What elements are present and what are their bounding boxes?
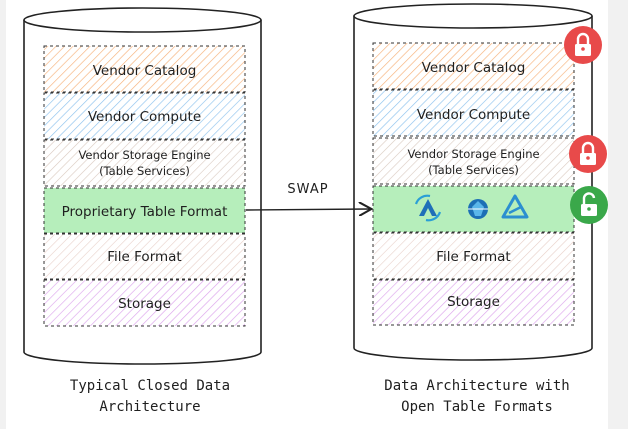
right-layer-table-format [372,185,575,233]
left-layer-storage: Storage [43,279,246,327]
left-layer-file-format: File Format [43,233,246,280]
swap-arrow: SWAP [245,182,370,210]
right-cylinder [353,3,593,361]
right-layer-compute: Vendor Compute [372,89,575,137]
left-caption-line-2: Architecture [99,399,200,415]
apache-hudi-icon [501,194,529,219]
lock-icon-catalog [564,26,602,64]
left-storage-label: Storage [118,296,171,312]
left-layer-table-format: Proprietary Table Format [43,187,246,234]
right-storage-engine-label: Vendor Storage Engine [407,147,539,161]
left-storage-engine-label: Vendor Storage Engine [78,148,210,162]
left-compute-label: Vendor Compute [88,109,201,125]
left-layer-compute: Vendor Compute [43,92,246,140]
left-layer-storage-engine: Vendor Storage Engine (Table Services) [43,139,246,187]
right-catalog-label: Vendor Catalog [422,60,526,76]
left-layer-catalog: Vendor Catalog [43,45,246,93]
right-layer-file-format: File Format [372,232,575,280]
left-table-format-label: Proprietary Table Format [62,204,228,220]
right-layer-catalog: Vendor Catalog [372,42,575,90]
right-caption-line-1: Data Architecture with [384,378,569,394]
left-file-format-label: File Format [107,249,181,265]
right-caption-line-2: Open Table Formats [401,399,553,415]
right-file-format-label: File Format [436,249,510,265]
right-layer-storage-engine: Vendor Storage Engine (Table Services) [372,137,575,185]
right-compute-label: Vendor Compute [417,107,530,123]
unlock-icon-table-format [570,186,608,224]
right-storage-label: Storage [447,294,500,310]
right-layer-storage: Storage [372,279,575,326]
left-catalog-label: Vendor Catalog [93,63,197,79]
left-cylinder [23,7,262,365]
left-table-services-label: (Table Services) [99,164,190,178]
apache-iceberg-icon [468,199,488,219]
lock-icon-storage-engine [569,135,607,173]
delta-lake-icon [414,194,442,222]
left-caption-line-1: Typical Closed Data [70,378,230,394]
right-table-services-label: (Table Services) [428,163,519,177]
swap-label: SWAP [287,182,328,197]
